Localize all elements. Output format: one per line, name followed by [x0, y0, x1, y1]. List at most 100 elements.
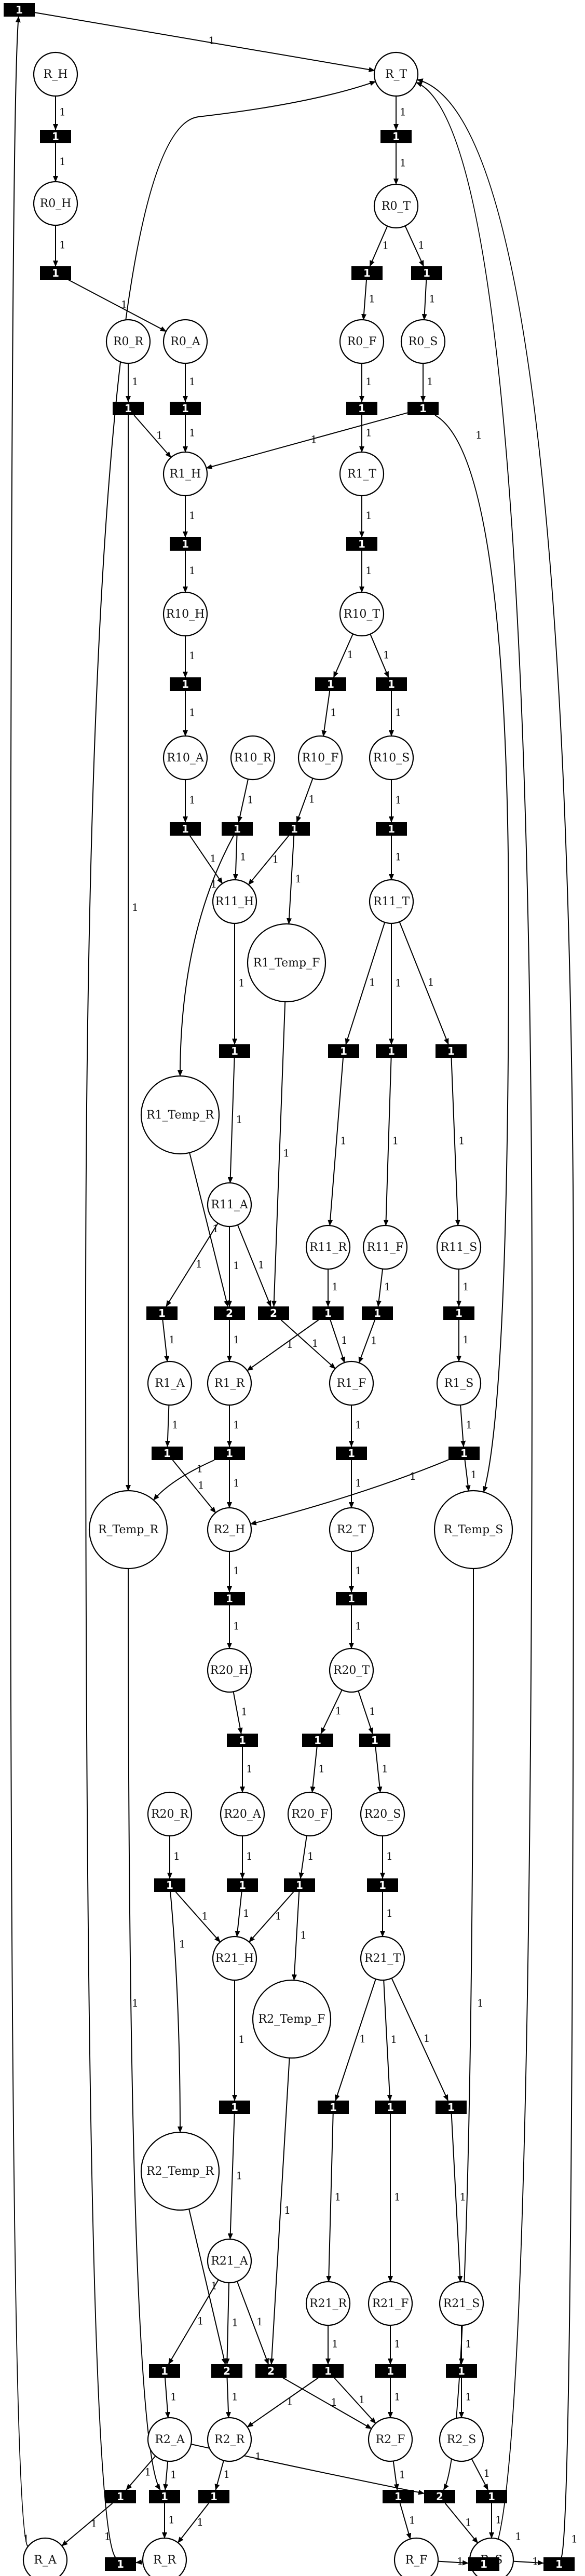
arc-weight-label: 1	[238, 2033, 245, 2046]
place-label: R11_H	[215, 895, 254, 908]
transition-T6: 1	[170, 402, 201, 415]
transition-box	[448, 1447, 480, 1460]
arc-weight-label: 1	[355, 1620, 362, 1632]
place-R0_F: R0_F	[339, 319, 385, 364]
place-circle	[329, 1360, 374, 1406]
arc-weight-label: 1	[532, 2555, 539, 2567]
arc-T13-to-R11_H	[189, 835, 223, 884]
place-R0_S: R0_S	[400, 319, 446, 364]
transition-T14: 1	[222, 822, 253, 836]
transition-T54: 1	[198, 2490, 229, 2503]
place-circle	[162, 591, 208, 637]
transition-T51: 1	[105, 2490, 136, 2503]
arc-T14-to-R11_H	[233, 835, 238, 880]
place-circle	[252, 1979, 332, 2059]
transition-box	[351, 266, 383, 280]
transition-T29: 1	[214, 1447, 245, 1460]
transition-box	[219, 1044, 250, 1058]
arc-T43-to-R21_S	[451, 2114, 463, 2283]
place-R_F: R_F	[393, 2537, 439, 2576]
transition-box	[380, 130, 412, 143]
arc-weight-label: 1	[369, 1705, 376, 1718]
place-circle	[212, 879, 257, 924]
arc-weight-label: 1	[465, 2338, 472, 2350]
arc-T38-to-R21_H	[249, 1891, 294, 1943]
arc-weight-label: 1	[331, 2396, 337, 2408]
arc-T4b-to-R0_S	[421, 279, 427, 321]
arc-weight-label: 1	[458, 1135, 465, 1147]
arc-weight-label: 1	[335, 1705, 342, 1717]
place-circle	[22, 2537, 68, 2576]
transition-T21: 1	[105, 2557, 136, 2571]
transition-T44: 1	[468, 2557, 499, 2571]
transition-box	[407, 402, 439, 415]
transition-box	[152, 1447, 183, 1460]
arc-weight-label: 1	[395, 706, 402, 719]
arc-R1_S-to-T31	[460, 1405, 466, 1447]
transition-T48: 1	[312, 2364, 344, 2378]
transition-label: 1	[447, 2101, 455, 2114]
arc-R11_F-to-T26	[376, 1269, 384, 1307]
transition-box	[170, 537, 201, 551]
transition-box	[436, 1044, 467, 1058]
arc-R11_A-to-T22	[166, 1223, 219, 1307]
arc-T36-to-R2_Temp_R	[170, 1891, 183, 2133]
place-label: R2_T	[337, 1523, 366, 1536]
place-label: R2_S	[447, 2433, 477, 2446]
arc-weight-label: 1	[395, 977, 402, 989]
arc-weight-label: 1	[238, 977, 245, 989]
arc-R2_A-to-T53	[163, 2461, 169, 2490]
place-label: R2_A	[155, 2433, 185, 2446]
transition-box	[468, 2557, 499, 2571]
transition-box	[328, 1044, 359, 1058]
arc-weight-label: 1	[427, 375, 433, 388]
arc-weight-label: 1	[211, 878, 217, 890]
transition-T34: 1	[227, 1734, 258, 1747]
arc-T28-to-R2_H	[172, 1460, 216, 1514]
transition-box	[318, 2101, 349, 2114]
transition-label: 1	[387, 2101, 394, 2114]
arc-weight-label: 1	[310, 433, 317, 446]
arc-weight-label: 1	[156, 429, 163, 442]
place-circle	[147, 2417, 193, 2462]
transition-T16: 1	[376, 822, 407, 836]
transition-box	[113, 402, 144, 415]
place-circle	[287, 1791, 333, 1837]
transition-T31: 1	[448, 1447, 480, 1460]
place-circle	[207, 2238, 252, 2284]
transition-label: 1	[291, 823, 298, 835]
arc-weight-label: 1	[495, 2514, 502, 2526]
arc-weight-label: 1	[465, 2391, 472, 2403]
transition-T45: 1	[149, 2364, 180, 2378]
transition-box	[255, 2364, 287, 2378]
place-label: R21_F	[372, 2297, 409, 2310]
place-label: R11_A	[211, 1198, 249, 1211]
place-R20_S: R20_S	[360, 1791, 405, 1837]
place-R_R: R_R	[142, 2537, 187, 2576]
transition-box	[170, 822, 201, 836]
arc-weight-label: 1	[208, 34, 215, 47]
arc-T0-to-R_T	[34, 12, 375, 72]
transition-box	[222, 822, 253, 836]
arc-weight-label: 1	[255, 2450, 262, 2463]
place-label: R1_A	[155, 1377, 185, 1390]
transition-box	[446, 2364, 477, 2378]
place-R1_T: R1_T	[339, 451, 385, 497]
transition-label: 1	[161, 2365, 168, 2377]
transition-label: 2	[270, 1307, 277, 1319]
arc-weight-label: 1	[243, 1907, 250, 1919]
place-R21_T: R21_T	[360, 1936, 405, 1981]
transition-label: 1	[371, 1734, 378, 1747]
place-label: R21_T	[364, 1952, 401, 1965]
arc-R0_T-to-T4b	[404, 225, 425, 267]
arc-T36-to-R21_H	[175, 1891, 221, 1943]
transition-label: 1	[239, 1734, 246, 1747]
arc-weight-label: 1	[392, 1135, 399, 1147]
arc-T3-to-R0_A	[68, 279, 167, 332]
arc-weight-label: 1	[201, 1910, 208, 1922]
transition-box	[170, 677, 201, 691]
transition-label: 2	[267, 2365, 275, 2377]
place-R2_H: R2_H	[207, 1507, 252, 1552]
transition-box	[315, 677, 346, 691]
